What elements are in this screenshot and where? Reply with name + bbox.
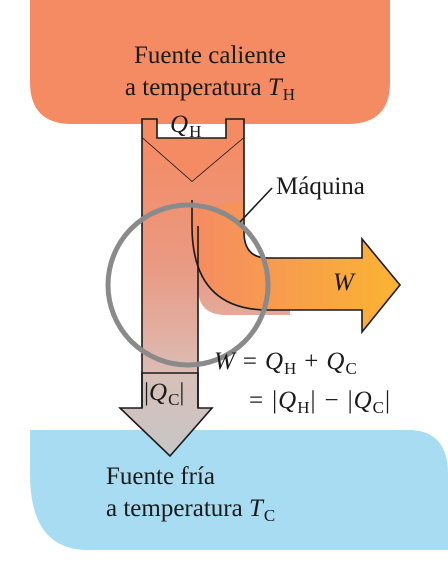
- equation-line1: W=QH+QC: [214, 347, 357, 384]
- work-label: W: [333, 269, 354, 296]
- hot-temp-symbol: T: [267, 74, 282, 101]
- eq1-lhs: W: [214, 348, 235, 375]
- hot-reservoir-line2-prefix: a temperatura: [124, 74, 268, 101]
- equation-line2: =|QH|−|QC|: [241, 386, 391, 423]
- eq2-s1: H: [297, 398, 310, 417]
- heat-out-subscript: C: [168, 390, 180, 409]
- engine-pointer-line: [239, 187, 273, 223]
- eq2-q2: Q: [353, 387, 372, 414]
- cold-reservoir-box: [30, 430, 448, 550]
- hot-reservoir-box: [30, 0, 390, 124]
- heat-in-label: QH: [170, 110, 201, 147]
- hot-reservoir-title: Fuente caliente: [30, 41, 390, 71]
- heat-out-symbol: Q: [149, 379, 168, 406]
- cold-temp-symbol: T: [248, 495, 263, 522]
- heat-in-symbol: Q: [170, 111, 189, 138]
- heat-out-bar-left: |: [144, 379, 150, 406]
- work-arrow-outline: [191, 200, 402, 335]
- cold-temp-subscript: C: [263, 506, 276, 525]
- heat-out-bar-right: |: [179, 379, 185, 406]
- engine-circle: [105, 202, 271, 368]
- eq2-equals: =: [249, 387, 264, 414]
- cold-reservoir-title: Fuente fría: [106, 463, 215, 490]
- eq1-s1: H: [284, 359, 297, 378]
- eq1-q2: Q: [326, 348, 345, 375]
- eq2-s2: C: [372, 398, 385, 417]
- eq2-bar-2: |: [310, 387, 316, 414]
- engine-label: Máquina: [276, 173, 365, 200]
- eq2-minus: −: [324, 387, 339, 414]
- eq2-bar-4: |: [385, 387, 391, 414]
- cold-reservoir-temp: a temperatura TC: [106, 494, 275, 531]
- hot-temp-subscript: H: [282, 85, 296, 104]
- eq1-equals: =: [242, 348, 257, 375]
- eq1-q1: Q: [264, 348, 283, 375]
- eq2-bar-1: |: [272, 387, 278, 414]
- heat-in-subscript: H: [189, 122, 202, 141]
- eq1-s2: C: [345, 359, 357, 378]
- eq1-plus: +: [304, 348, 319, 375]
- eq2-bar-3: |: [347, 387, 353, 414]
- hot-reservoir-temp: a temperatura TH: [30, 73, 390, 110]
- cold-reservoir-line2-prefix: a temperatura: [106, 495, 249, 522]
- heat-out-label: |QC|: [144, 378, 184, 415]
- eq2-q1: Q: [278, 387, 297, 414]
- hot-reservoir-line1: Fuente caliente: [133, 42, 286, 69]
